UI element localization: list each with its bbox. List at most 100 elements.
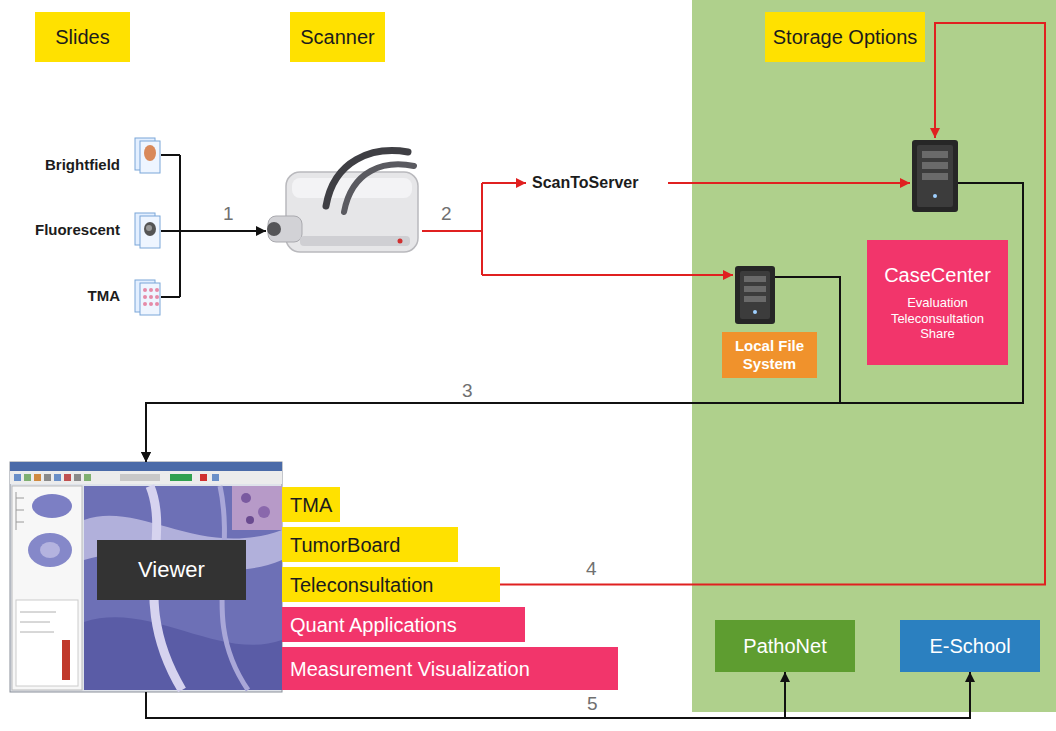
box-title: Local File System xyxy=(726,337,813,373)
flow-connector xyxy=(146,183,1023,462)
slide-type: Brightfield xyxy=(45,156,120,174)
box-title: CaseCenter xyxy=(884,263,991,287)
scanner-illustration xyxy=(268,216,302,242)
scan-upload-line xyxy=(482,274,733,276)
slide-icon xyxy=(143,288,147,292)
flow-connector xyxy=(146,672,785,718)
box-title: Quant Applications xyxy=(290,613,457,637)
box-title: Storage Options xyxy=(773,25,918,49)
server-icon xyxy=(917,145,953,207)
slide-icon xyxy=(144,222,156,236)
viewer-screenshot xyxy=(246,516,254,524)
slide-icon xyxy=(155,295,159,299)
slide-icon xyxy=(149,295,153,299)
scan-upload-line xyxy=(422,183,910,275)
viewer-screenshot xyxy=(200,474,207,481)
server-icon xyxy=(744,276,766,282)
feature-tag: Measurement Visualization xyxy=(282,647,618,690)
viewer-screenshot xyxy=(34,474,41,481)
viewer-screenshot xyxy=(10,462,282,692)
slide-icon xyxy=(144,145,156,161)
viewer-screenshot xyxy=(14,474,21,481)
flow-connector xyxy=(146,672,970,718)
slide-type: Fluorescent xyxy=(35,221,120,239)
slide-type: TMA xyxy=(88,287,121,305)
viewer-screenshot xyxy=(28,533,72,567)
viewer-screenshot xyxy=(62,640,70,680)
server-cable xyxy=(775,183,1008,277)
slide-icon xyxy=(155,302,159,306)
server-icon xyxy=(912,140,958,212)
box-title: Slides xyxy=(55,25,109,49)
step-number: 4 xyxy=(586,558,597,581)
viewer-screenshot xyxy=(232,486,282,530)
slide-icon xyxy=(155,288,159,292)
viewer-screenshot xyxy=(54,474,61,481)
box-title: TMA xyxy=(290,493,332,517)
feature-tag: TMA xyxy=(282,487,340,522)
step-number: 3 xyxy=(462,380,473,403)
viewer-screenshot xyxy=(32,494,72,518)
slide-feed-line xyxy=(180,230,266,232)
feature-tag: Teleconsultation xyxy=(282,567,500,602)
viewer-screenshot xyxy=(212,474,219,481)
scanner-illustration xyxy=(267,222,281,236)
box-title: Teleconsultation xyxy=(290,573,433,597)
slide-icon xyxy=(140,141,160,173)
scan-upload-line xyxy=(482,182,526,184)
scanner-illustration xyxy=(398,239,403,244)
slide-feed-line xyxy=(161,155,180,297)
viewer-screenshot xyxy=(10,471,282,484)
slide-icon xyxy=(135,138,160,173)
server-icon xyxy=(735,266,775,324)
slide-icon xyxy=(143,295,147,299)
scanner-illustration xyxy=(300,236,410,246)
service-box: PathoNet xyxy=(715,620,855,672)
server-icon xyxy=(922,151,948,158)
viewer-screenshot xyxy=(20,612,56,632)
server-icon xyxy=(753,310,757,314)
feature-tag: TumorBoard xyxy=(282,527,458,562)
scanner-illustration xyxy=(267,151,418,252)
viewer-window: Viewer xyxy=(10,462,282,692)
service-box: E-School xyxy=(900,620,1040,672)
server-cable xyxy=(775,183,1008,277)
slide-feed-line xyxy=(161,155,266,297)
box-body: Evaluation Teleconsultation Share xyxy=(875,295,1000,342)
viewer-screenshot xyxy=(258,506,270,518)
scanner-illustration xyxy=(344,164,414,212)
storage-label: CaseCenterEvaluation Teleconsultation Sh… xyxy=(867,240,1008,365)
viewer-screenshot xyxy=(12,486,82,690)
server-icon xyxy=(735,266,775,324)
scanner-illustration xyxy=(326,151,408,206)
viewer-screenshot xyxy=(120,474,160,481)
storage-label: Local File System xyxy=(722,332,817,378)
box-title: Measurement Visualization xyxy=(290,657,530,681)
slide-icon xyxy=(149,288,153,292)
server-icon xyxy=(740,271,770,319)
slide-icon xyxy=(146,225,152,231)
viewer-screenshot xyxy=(64,474,71,481)
box-title: Scanner xyxy=(300,25,375,49)
server-icon xyxy=(922,173,948,180)
server-icon xyxy=(922,162,948,169)
slide-icon xyxy=(140,216,160,248)
slide-icon xyxy=(140,283,160,315)
box-title: TumorBoard xyxy=(290,533,400,557)
box-title: E-School xyxy=(929,634,1010,658)
flow-label: ScanToServer xyxy=(530,173,640,192)
viewer-screenshot xyxy=(10,462,282,471)
flow-connector xyxy=(500,23,1045,585)
flow-connector xyxy=(146,277,840,462)
viewer-badge: Viewer xyxy=(97,540,246,600)
viewer-screenshot xyxy=(16,492,24,530)
slide-icon xyxy=(135,280,160,315)
box-title: Viewer xyxy=(138,557,205,583)
slide-icon xyxy=(135,213,160,248)
slide-icon xyxy=(149,302,153,306)
server-icon xyxy=(912,140,958,212)
viewer-screenshot xyxy=(84,486,282,690)
